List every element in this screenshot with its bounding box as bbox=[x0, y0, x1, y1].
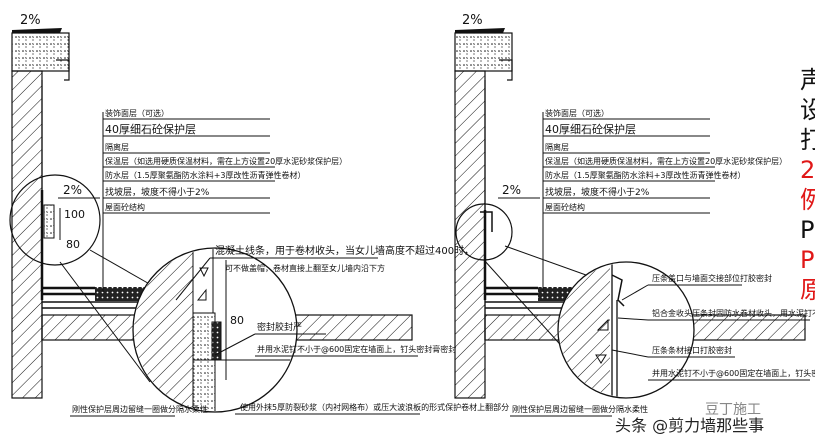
right-note-3: 并用水泥钉不小于@600固定在墙面上，钉头密封膏密封 bbox=[652, 368, 815, 378]
left-note-1: 可不做盖帽，卷材直接上翻至女儿墙内沿下方 bbox=[225, 263, 385, 273]
right-note-1: 铝合金收头压条封固防水卷材收头，用水泥钉不小于@600固定在墙面上 bbox=[652, 308, 815, 318]
left-note-2: 密封胶封严 bbox=[257, 321, 302, 333]
side-char-1: 设 bbox=[800, 96, 815, 124]
left-detail-circle: 80 bbox=[132, 247, 298, 413]
left-slope-mid: 2% bbox=[63, 183, 82, 197]
left-note-5: 刚性保护层周边留缝一圈做分隔水柔性 bbox=[72, 404, 208, 414]
dim-100: 100 bbox=[64, 208, 85, 221]
right-layer-6: 屋面砼结构 bbox=[545, 202, 585, 212]
right-slope-mid: 2% bbox=[502, 183, 521, 197]
left-slope-top: 2% bbox=[20, 13, 41, 28]
left-layer-4: 防水层（1.5厚聚氨酯防水涂料+3厚改性沥青弹性卷材） bbox=[105, 170, 306, 180]
right-parapet-wall bbox=[454, 70, 486, 399]
side-char-2: 打 bbox=[800, 126, 815, 154]
right-note-4: 刚性保护层周边留缝一圈做分隔水柔性 bbox=[512, 404, 648, 414]
right-layer-5: 找坡层，坡度不得小于2% bbox=[545, 186, 650, 198]
right-layer-2: 隔离层 bbox=[545, 142, 569, 152]
left-layer-2: 隔离层 bbox=[105, 142, 129, 152]
left-note-3: 并用水泥钉不小于@600固定在墙面上，钉头密封膏密封 bbox=[257, 344, 456, 354]
left-layer-0: 装饰面层（可选） bbox=[105, 108, 169, 118]
right-layer-4: 防水层（1.5厚聚氨酯防水涂料+3厚改性沥青弹性卷材） bbox=[545, 170, 746, 180]
right-slope-top: 2% bbox=[462, 13, 483, 28]
left-note-4: 使用外抹5厚防裂砂浆（内衬网格布）或压大波浪板的形式保护卷材上翻部分 bbox=[240, 402, 509, 412]
coping-cap bbox=[11, 32, 70, 72]
left-layer-1: 40厚细石砼保护层 bbox=[105, 122, 196, 136]
right-detail: 2% 2% 装饰面层（可选） 40厚细石砼保护层 隔离层 保温层（如选用硬质保温… bbox=[454, 13, 815, 417]
side-char-7: 原 bbox=[800, 276, 815, 304]
side-char-4: 例 bbox=[800, 186, 815, 214]
side-char-3: 2 bbox=[800, 156, 815, 184]
detail-circle-small bbox=[9, 174, 101, 266]
right-coping-cap bbox=[454, 32, 513, 72]
right-layer-1: 40厚细石砼保护层 bbox=[545, 122, 636, 136]
right-note-2: 压条条材接口打胶密封 bbox=[652, 345, 732, 355]
left-notes: 混凝土线条，用于卷材收头，当女儿墙高度不超过400时， 可不做盖帽，卷材直接上翻… bbox=[70, 244, 509, 417]
left-layer-3: 保温层（如选用硬质保温材料，需在上方设置20厚水泥砂浆保护层） bbox=[105, 156, 347, 166]
right-layer-labels: 装饰面层（可选） 40厚细石砼保护层 隔离层 保温层（如选用硬质保温材料，需在上… bbox=[542, 108, 787, 292]
side-char-5: P bbox=[800, 216, 814, 244]
dim-80-b: 80 bbox=[230, 314, 244, 327]
side-char-6: P bbox=[800, 246, 814, 274]
dim-80-a: 80 bbox=[66, 238, 80, 251]
parapet-wall bbox=[11, 70, 43, 399]
right-layer-3: 保温层（如选用硬质保温材料，需在上方设置20厚水泥砂浆保护层） bbox=[545, 156, 787, 166]
watermark-sub: 豆丁施工 bbox=[705, 402, 761, 418]
side-char-0: 声 bbox=[800, 66, 815, 94]
right-note-0: 压条盖口与墙面交接部位打胶密封 bbox=[652, 273, 772, 283]
right-layer-0: 装饰面层（可选） bbox=[545, 108, 609, 118]
right-notes: 压条盖口与墙面交接部位打胶密封 铝合金收头压条封固防水卷材收头，用水泥钉不小于@… bbox=[510, 273, 815, 417]
left-detail: 2% 2% 100 80 装饰面层（可选） bbox=[9, 13, 509, 417]
left-layer-6: 屋面砼结构 bbox=[105, 202, 145, 212]
left-layer-5: 找坡层，坡度不得小于2% bbox=[105, 186, 210, 198]
cropped-side-text: 声 设 打 2 例 P P 原 bbox=[800, 66, 815, 304]
left-note-0: 混凝土线条，用于卷材收头，当女儿墙高度不超过400时， bbox=[215, 244, 474, 257]
watermark-main: 头条 @剪力墙那些事 bbox=[615, 416, 765, 435]
left-layer-labels: 装饰面层（可选） 40厚细石砼保护层 隔离层 保温层（如选用硬质保温材料，需在上… bbox=[102, 108, 347, 292]
